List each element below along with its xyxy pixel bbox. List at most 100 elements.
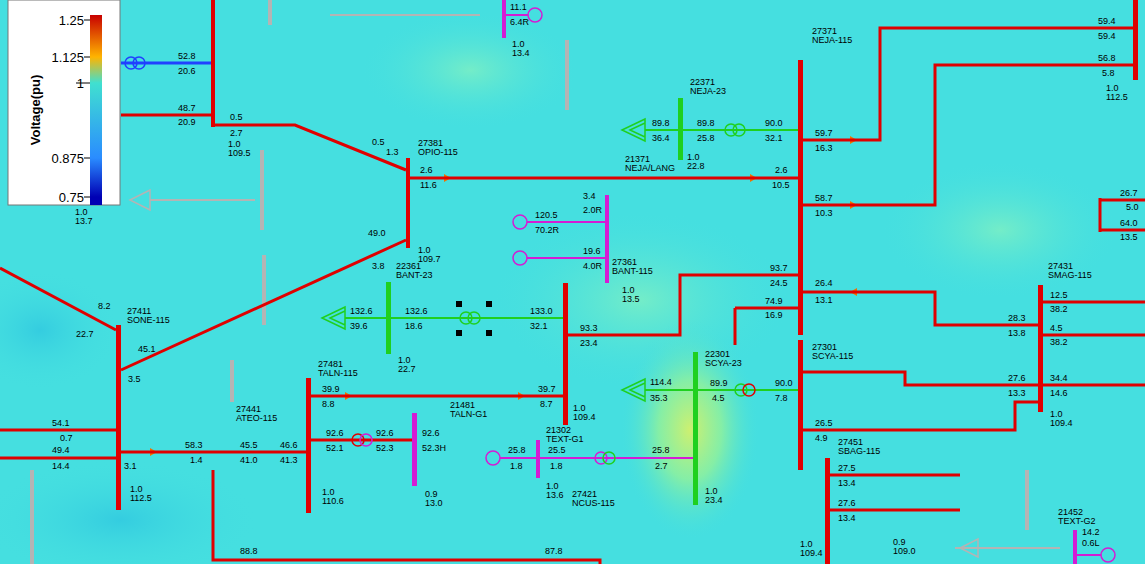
- transmission-line: [391, 317, 563, 319]
- bus-name: 27421 NCUS-115: [572, 490, 616, 508]
- bus-bar: 1.0 109.5: [211, 0, 215, 127]
- flow-value: 1.4: [190, 456, 204, 465]
- flow-value: 4.9: [815, 434, 829, 443]
- flow-value: 3.4: [583, 192, 597, 201]
- flow-value: 5.8: [1102, 69, 1116, 78]
- out-of-service-bus: [262, 255, 266, 325]
- bus-name: 27301 SCYA-115: [812, 343, 855, 361]
- flow-value: 59.4: [1098, 17, 1117, 26]
- flow-value: 54.1: [52, 419, 71, 428]
- line-stub: [0, 268, 116, 330]
- transformer-branch: [121, 62, 211, 65]
- flow-value: 132.6: [350, 307, 374, 316]
- bus-name: 21481 TALN-G1: [450, 401, 489, 419]
- flow-value: 12.5: [1050, 291, 1069, 300]
- bus-voltage: 0.9 109.0: [893, 538, 917, 556]
- load-symbol: [130, 190, 150, 210]
- flow-value: 4.5: [1050, 324, 1064, 333]
- load-lead: [345, 317, 386, 319]
- flow-value: 25.8: [508, 446, 527, 455]
- flow-value: 52.8: [178, 52, 197, 61]
- bus-voltage: 1.0 112.5: [1106, 84, 1129, 102]
- transmission-line: [803, 372, 1038, 385]
- generator-symbol: [1101, 548, 1115, 562]
- bus-voltage: 1.0 112.5: [130, 485, 153, 503]
- flow-value: 14.4: [52, 462, 71, 471]
- flow-value: 92.6: [422, 429, 441, 438]
- flow-value: 41.0: [240, 456, 259, 465]
- flow-value: 11.1: [510, 3, 528, 12]
- flow-value: 56.8: [1098, 54, 1117, 63]
- flow-value: 4.5: [712, 394, 726, 403]
- transmission-line: [803, 292, 1038, 325]
- flow-value: 13.4: [838, 479, 857, 488]
- flow-value: 10.5: [772, 181, 791, 190]
- transformer-symbol: [725, 124, 737, 136]
- flow-value: 114.4: [650, 378, 673, 387]
- legend-value: 1.125: [51, 51, 84, 64]
- flow-value: 5.0: [1126, 203, 1140, 212]
- load-symbol: [322, 307, 345, 329]
- transformer-symbol: [460, 312, 472, 324]
- flow-value: 16.3: [815, 144, 834, 153]
- flow-value: 93.3: [580, 324, 599, 333]
- load-symbol: [622, 119, 645, 141]
- bus-voltage: 0.9 13.0: [425, 490, 444, 508]
- bus-voltage: 1.0 22.7: [398, 356, 417, 374]
- bus-voltage: 1.0 22.8: [687, 153, 706, 171]
- flow-value: 26.5: [815, 419, 834, 428]
- flow-value: 11.6: [420, 181, 438, 190]
- flow-value: 13.4: [838, 514, 857, 523]
- transmission-line: [803, 28, 1133, 140]
- load-symbol: [622, 379, 645, 401]
- bus-name: 27441 ATEO-115: [236, 405, 279, 423]
- transformer-symbol: [133, 57, 145, 69]
- line-stub: [830, 474, 960, 477]
- voltage-contour: [0, 460, 260, 564]
- transmission-line: [215, 125, 406, 170]
- flow-value: 1.8: [550, 462, 564, 471]
- flow-value: 38.2: [1050, 305, 1069, 314]
- generator-lead: [500, 457, 536, 459]
- breaker-symbol: [486, 330, 492, 336]
- bus-bar: 1.0 109.4: [563, 283, 568, 425]
- flow-value: 25.8: [652, 446, 671, 455]
- line-stub: [830, 509, 960, 512]
- legend-value: 1.25: [59, 14, 84, 27]
- transmission-line: [803, 65, 1133, 205]
- transformer-symbol: [468, 312, 480, 324]
- line-stub: [121, 114, 211, 117]
- flow-value: 70.2R: [535, 226, 561, 235]
- transmission-line: [121, 240, 406, 370]
- flow-value: 90.0: [775, 379, 794, 388]
- flow-value: 36.4: [652, 134, 671, 143]
- line-stub: [0, 429, 116, 432]
- transmission-line: [803, 402, 1038, 430]
- flow-value: 59.7: [815, 129, 834, 138]
- bus-voltage: 1.0 109.7: [418, 246, 442, 264]
- flow-value: 0.7: [60, 434, 74, 443]
- flow-value: 20.6: [178, 67, 197, 76]
- flow-value: 22.7: [76, 330, 95, 339]
- transformer-symbol: [735, 384, 747, 396]
- line-stub: [1043, 334, 1145, 337]
- bus-bar: 22301 SCYA-231.0 23.4: [693, 352, 698, 505]
- bus-name: 21452 TEXT-G2: [1058, 508, 1097, 526]
- flow-value: 92.6: [326, 429, 345, 438]
- transmission-line: [698, 389, 798, 391]
- flow-value: 16.9: [765, 311, 784, 320]
- out-of-service-line: [330, 14, 480, 16]
- voltage-contour: [880, 160, 1120, 300]
- flow-value: 120.5: [535, 211, 559, 220]
- bus-bar: 27301 SCYA-115: [798, 340, 803, 470]
- transmission-line: [311, 439, 412, 442]
- bus-bar: 22361 BANT-231.0 22.7: [386, 282, 391, 354]
- flow-value: 52.3H: [422, 444, 448, 453]
- flow-value: 92.6: [376, 429, 395, 438]
- line-stub: [0, 457, 116, 460]
- flow-value: 13.3: [1008, 389, 1027, 398]
- bus-bar: 27451 SBAG-1151.0 109.4: [825, 458, 830, 564]
- line-stub: [213, 470, 600, 564]
- generator-symbol: [528, 8, 542, 22]
- flow-value: 89.8: [652, 119, 671, 128]
